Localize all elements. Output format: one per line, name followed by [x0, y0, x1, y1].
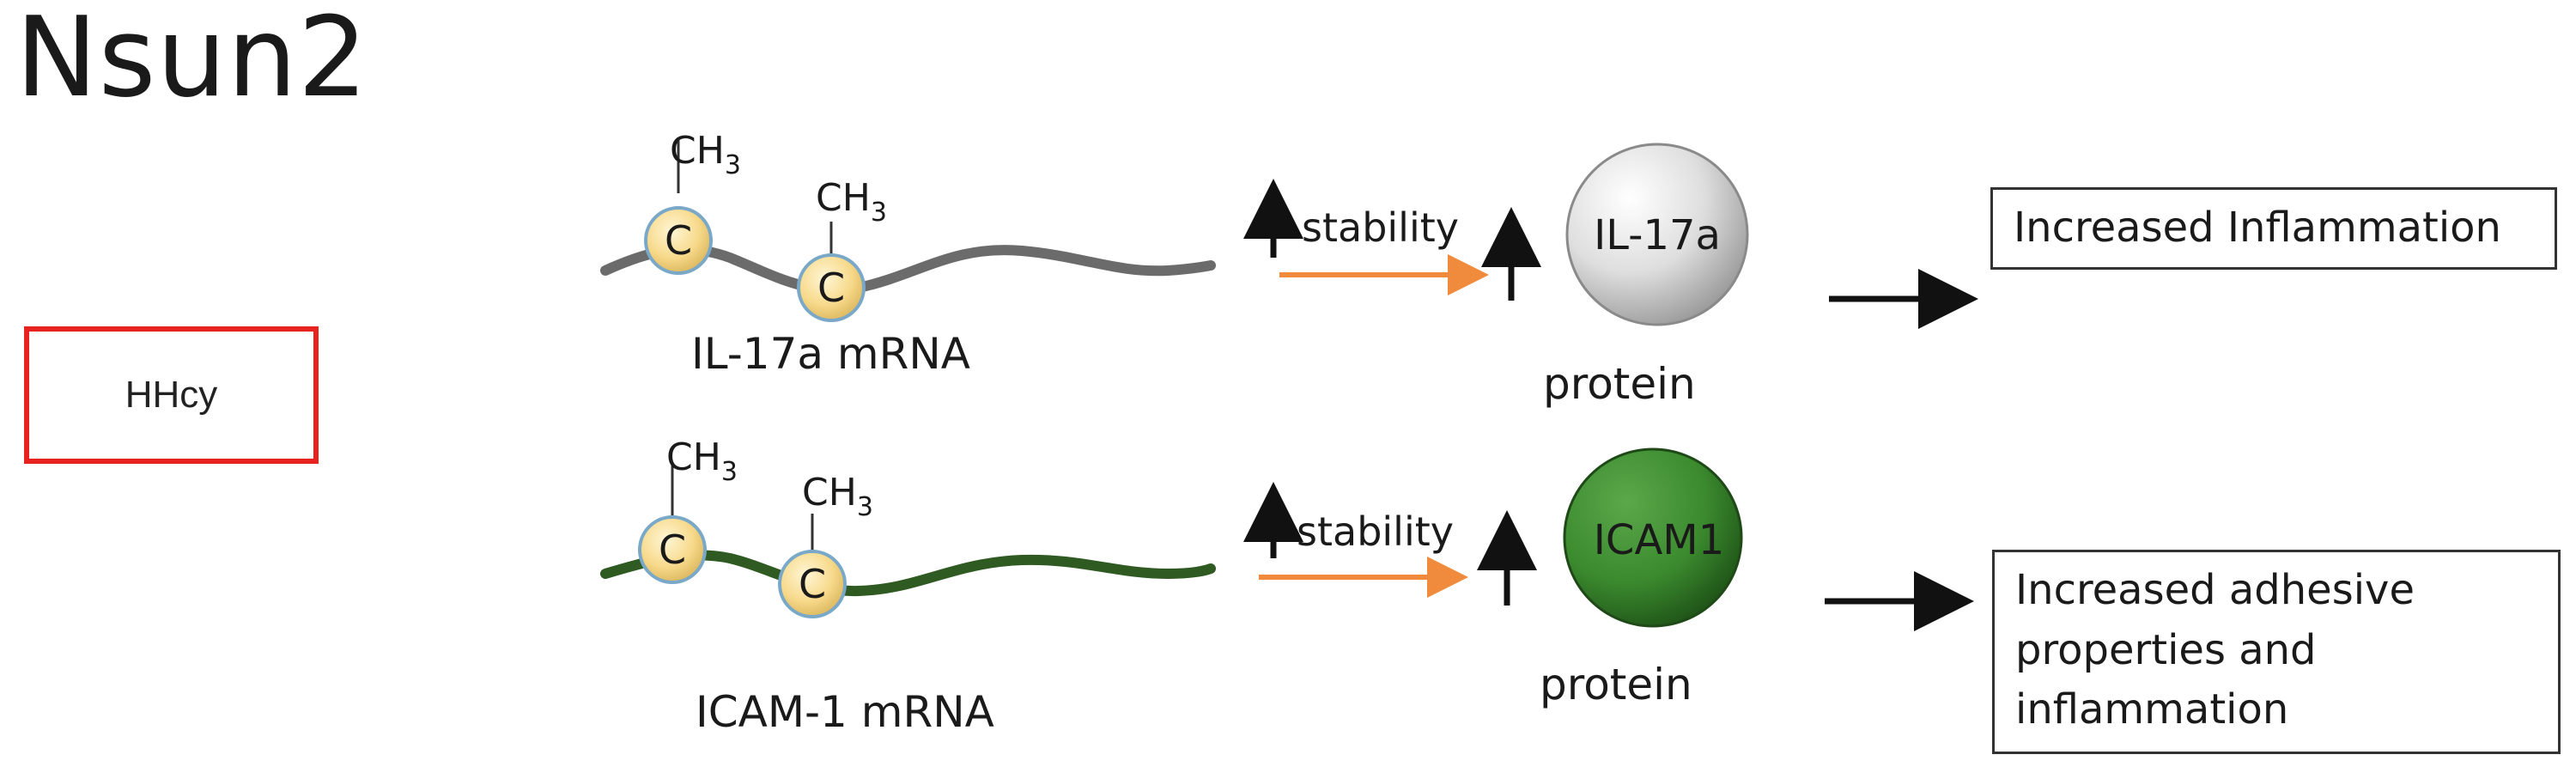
il17a-mrna-strand	[600, 244, 1216, 295]
methyl-cytosine	[797, 253, 866, 322]
methyl-cytosine	[638, 515, 707, 584]
outcome-box: Increased Inflammation	[1990, 187, 2557, 270]
methyl-base-label: C	[799, 561, 826, 607]
hhcy-box: HHcy	[24, 326, 319, 464]
methyl-base-label: C	[665, 217, 692, 264]
mrna-label: IL-17a mRNA	[691, 329, 970, 379]
outcome-line: Increased adhesive	[2015, 566, 2415, 614]
methyl-base-label: C	[659, 526, 686, 573]
icam1-mrna-strand	[600, 550, 1216, 597]
methyl-group-label: CH3	[666, 435, 738, 487]
protein-name: IL-17a	[1594, 211, 1721, 259]
stability-label: stability	[1297, 508, 1454, 555]
il17a-protein-sphere	[1565, 143, 1749, 326]
icam1-protein-sphere	[1563, 447, 1743, 628]
methyl-group-label: CH3	[816, 176, 887, 228]
protein-label: protein	[1540, 660, 1692, 709]
outcome-line: Increased Inflammation	[2014, 204, 2501, 252]
methyl-cytosine	[778, 550, 847, 618]
mrna-label: ICAM-1 mRNA	[696, 687, 994, 737]
outcome-line: properties and	[2015, 625, 2317, 674]
stability-label: stability	[1302, 204, 1459, 251]
methyl-cytosine	[644, 206, 713, 275]
methyl-group-label: CH3	[670, 129, 741, 180]
methyl-group-label: CH3	[802, 471, 873, 522]
outcome-line: inflammation	[2015, 685, 2289, 734]
methyl-base-label: C	[817, 265, 845, 311]
protein-name: ICAM1	[1594, 516, 1724, 564]
protein-label: protein	[1543, 359, 1696, 409]
outcome-box: Increased adhesive properties and inflam…	[1992, 550, 2561, 754]
page-title: Nsun2	[15, 0, 369, 122]
hhcy-label: HHcy	[125, 374, 218, 416]
